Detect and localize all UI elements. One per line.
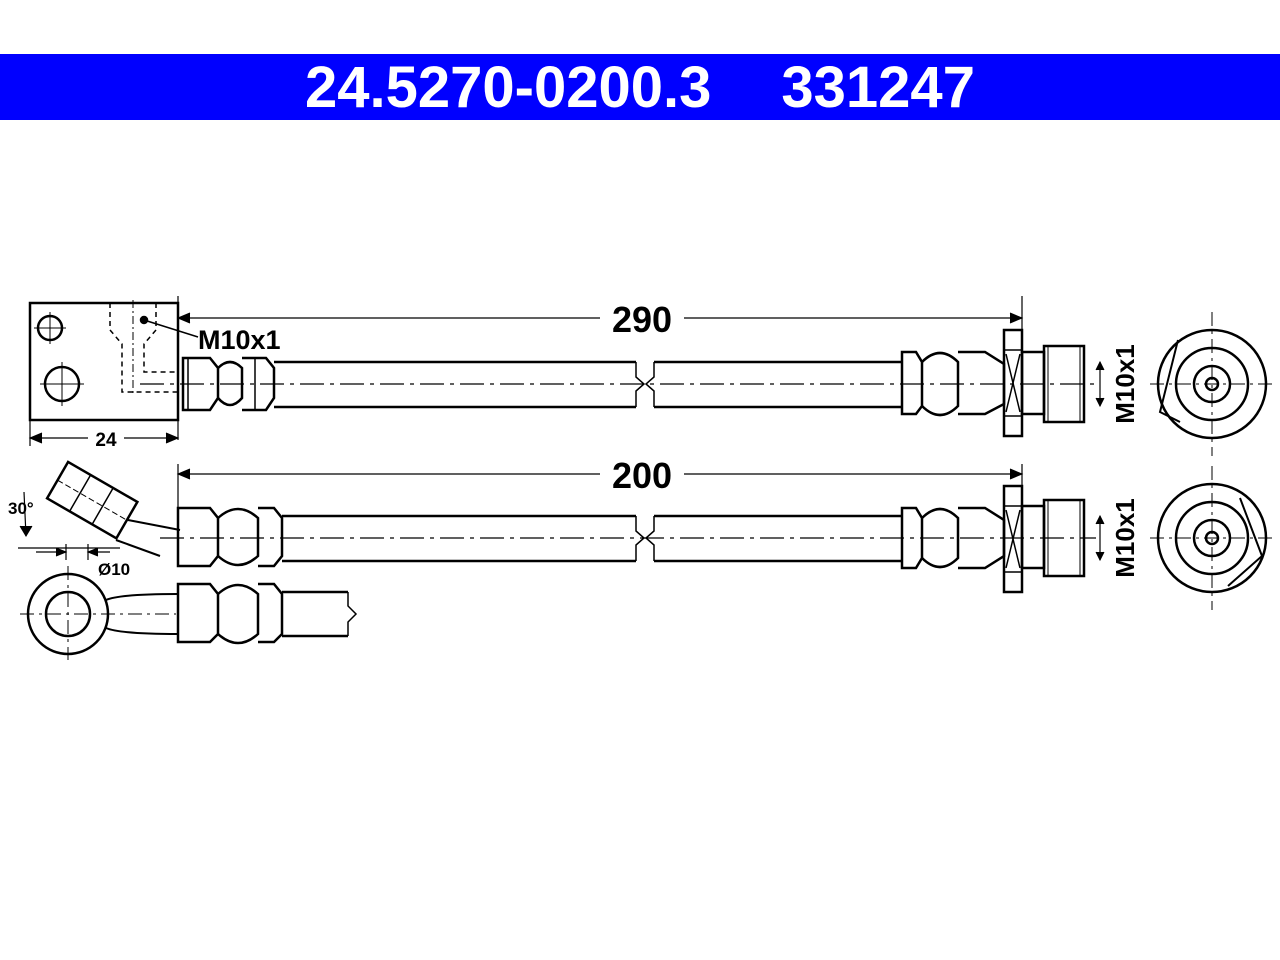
angle-label: 30° [8, 499, 34, 518]
length-label-upper: 290 [612, 299, 672, 340]
mounting-block [28, 301, 180, 422]
part-number: 24.5270-0200.3 [305, 54, 712, 120]
title-banner: 24.5270-0200.3 331247 [0, 54, 1280, 120]
upper-hose-assembly [28, 296, 1276, 456]
thread-label-lower-right: M10x1 [1110, 498, 1140, 578]
thread-label-upper-left: M10x1 [198, 325, 281, 355]
thread-label-upper-right: M10x1 [1110, 344, 1140, 424]
length-label-lower: 200 [612, 455, 672, 496]
lower-hose-assembly [18, 460, 1276, 610]
diameter-label: Ø10 [98, 560, 130, 579]
banjo-eye-detail [20, 566, 358, 660]
reference-number: 331247 [781, 54, 975, 120]
width-label: 24 [95, 430, 117, 451]
